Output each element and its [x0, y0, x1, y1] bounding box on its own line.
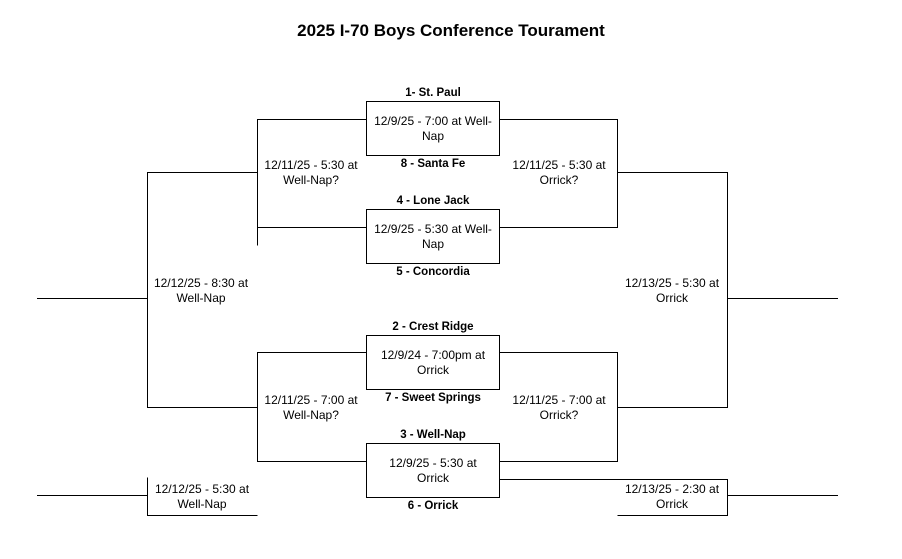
page-title: 2025 I-70 Boys Conference Tourament — [297, 21, 605, 40]
qf-game-1-8: 12/9/25 - 7:00 at Well-Nap — [374, 114, 492, 143]
right-final-bracket — [617, 172, 838, 408]
team-seed-5: 5 - Concordia — [396, 266, 470, 278]
team-seed-4: 4 - Lone Jack — [396, 195, 470, 207]
qf-box-2-7 — [366, 335, 500, 390]
team-seed-2: 2 - Crest Ridge — [392, 321, 474, 333]
team-seed-6: 6 - Orrick — [407, 500, 459, 512]
team-seed-7: 7 - Sweet Springs — [385, 392, 481, 404]
qf-box-4-5 — [366, 209, 500, 264]
consolation-game-right: 12/13/25 - 2:30 at Orrick — [624, 482, 720, 511]
sf-game-right-bottom: 12/11/25 - 7:00 at Orrick? — [512, 393, 606, 422]
sf-game-right-top: 12/11/25 - 5:30 at Orrick? — [512, 158, 606, 187]
sf-game-left-top: 12/11/25 - 5:30 at Well-Nap? — [264, 158, 358, 187]
qf-box-3-6 — [366, 443, 500, 498]
sf-game-left-bottom: 12/11/25 - 7:00 at Well-Nap? — [264, 393, 358, 422]
qf-game-4-5: 12/9/25 - 5:30 at Well-Nap — [374, 222, 492, 251]
right-sf-top-bracket — [499, 119, 618, 228]
final-game-left: 12/12/25 - 8:30 at Well-Nap — [153, 276, 249, 305]
team-seed-3: 3 - Well-Nap — [400, 429, 466, 441]
right-consolation-bracket — [499, 479, 838, 516]
left-final-bracket — [37, 172, 258, 408]
qf-game-2-7: 12/9/24 - 7:00pm at Orrick — [380, 348, 486, 377]
team-seed-8: 8 - Santa Fe — [400, 158, 466, 170]
qf-game-3-6: 12/9/25 - 5:30 at Orrick — [389, 456, 477, 485]
team-seed-1: 1- St. Paul — [405, 87, 461, 99]
left-sf-top-bracket — [257, 119, 367, 246]
left-consolation-bracket — [37, 477, 258, 516]
qf-box-1-8 — [366, 101, 500, 156]
consolation-game-left: 12/12/25 - 5:30 at Well-Nap — [154, 482, 250, 511]
final-game-right: 12/13/25 - 5:30 at Orrick — [624, 276, 720, 305]
